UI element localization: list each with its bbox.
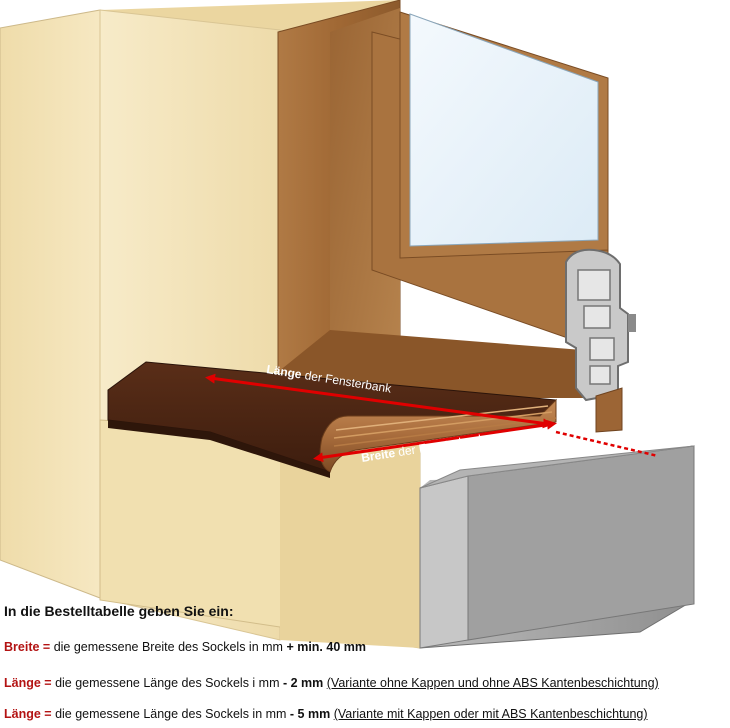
base-block-icon bbox=[419, 445, 695, 649]
row-emphasis: - 2 mm bbox=[282, 676, 324, 690]
row-note: (Variante mit Kappen oder mit ABS Kanten… bbox=[333, 707, 648, 721]
row-text: die gemessene Länge des Sockels in mm bbox=[51, 707, 290, 721]
laenge-arrow bbox=[205, 373, 553, 429]
instructions-heading: In die Bestelltabelle geben Sie ein: bbox=[4, 603, 234, 619]
instruction-row-laenge-ohne-kappen: Länge = die gemessene Länge des Sockels … bbox=[4, 676, 659, 690]
row-emphasis: + min. 40 mm bbox=[286, 640, 366, 654]
row-emphasis: - 5 mm bbox=[289, 707, 331, 721]
row-text: die gemessene Breite des Sockels in mm bbox=[50, 640, 287, 654]
instruction-row-breite: Breite = die gemessene Breite des Sockel… bbox=[4, 640, 366, 654]
row-text: die gemessene Länge des Sockels i mm bbox=[51, 676, 283, 690]
row-note: (Variante ohne Kappen und ohne ABS Kante… bbox=[326, 676, 659, 690]
breite-extension-line bbox=[555, 430, 659, 458]
breite-arrow bbox=[313, 419, 557, 463]
instruction-row-laenge-mit-kappen: Länge = die gemessene Länge des Sockels … bbox=[4, 707, 648, 721]
row-key: Breite = bbox=[4, 640, 51, 654]
pvc-profile-icon bbox=[565, 248, 636, 433]
dimension-arrow-icon bbox=[205, 373, 659, 463]
row-key: Länge = bbox=[4, 707, 52, 721]
row-key: Länge = bbox=[4, 676, 52, 690]
window-glass-icon bbox=[409, 13, 599, 247]
